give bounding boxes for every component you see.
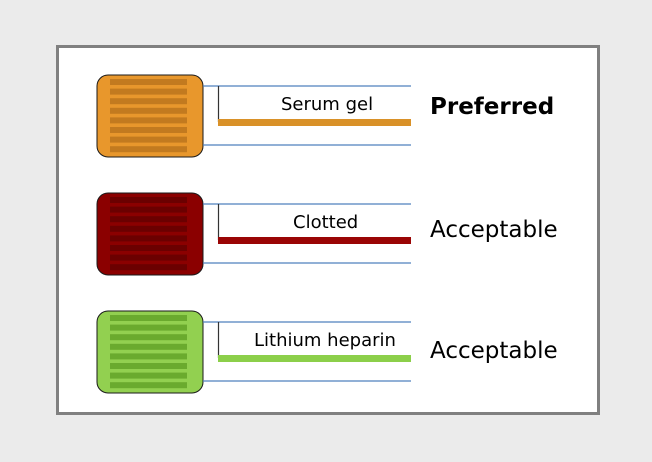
cap-stripe bbox=[110, 107, 187, 114]
tube-cap-lithium-heparin bbox=[96, 310, 204, 394]
cap-stripe bbox=[110, 343, 187, 350]
cap-stripe bbox=[110, 353, 187, 360]
cap-stripe bbox=[110, 245, 187, 251]
cap-stripe bbox=[110, 334, 187, 341]
cap-stripe bbox=[110, 225, 187, 232]
cap-stripe bbox=[110, 98, 187, 105]
cap-stripe bbox=[110, 372, 187, 379]
cap-stripe bbox=[110, 315, 187, 321]
tube-label-serum-gel: Serum gel bbox=[281, 94, 374, 115]
tube-label-clotted: Clotted bbox=[293, 212, 359, 233]
cap-stripe bbox=[110, 324, 187, 331]
cap-stripe bbox=[110, 127, 187, 133]
tube-label-lithium-heparin: Lithium heparin bbox=[254, 330, 396, 351]
tube-color-bar-lithium-heparin bbox=[218, 355, 411, 362]
cap-stripe bbox=[110, 79, 187, 85]
status-acceptable-lithium: Acceptable bbox=[430, 338, 558, 364]
cap-stripe bbox=[110, 197, 187, 203]
status-preferred: Preferred bbox=[430, 94, 555, 120]
cap-stripe bbox=[110, 363, 187, 369]
cap-stripe bbox=[110, 254, 187, 261]
tube-cap-serum-gel bbox=[96, 74, 204, 158]
cap-stripe bbox=[110, 206, 187, 213]
cap-stripe bbox=[110, 235, 187, 242]
cap-stripe bbox=[110, 146, 187, 153]
tube-color-bar-serum-gel bbox=[218, 119, 411, 126]
cap-stripe bbox=[110, 264, 187, 271]
cap-stripe bbox=[110, 382, 187, 389]
tube-cap-clotted bbox=[96, 192, 204, 276]
cap-stripe bbox=[110, 136, 187, 143]
status-acceptable-clotted: Acceptable bbox=[430, 217, 558, 243]
cap-stripe bbox=[110, 216, 187, 223]
tube-color-bar-clotted bbox=[218, 237, 411, 244]
cap-stripe bbox=[110, 117, 187, 124]
cap-stripe bbox=[110, 88, 187, 95]
